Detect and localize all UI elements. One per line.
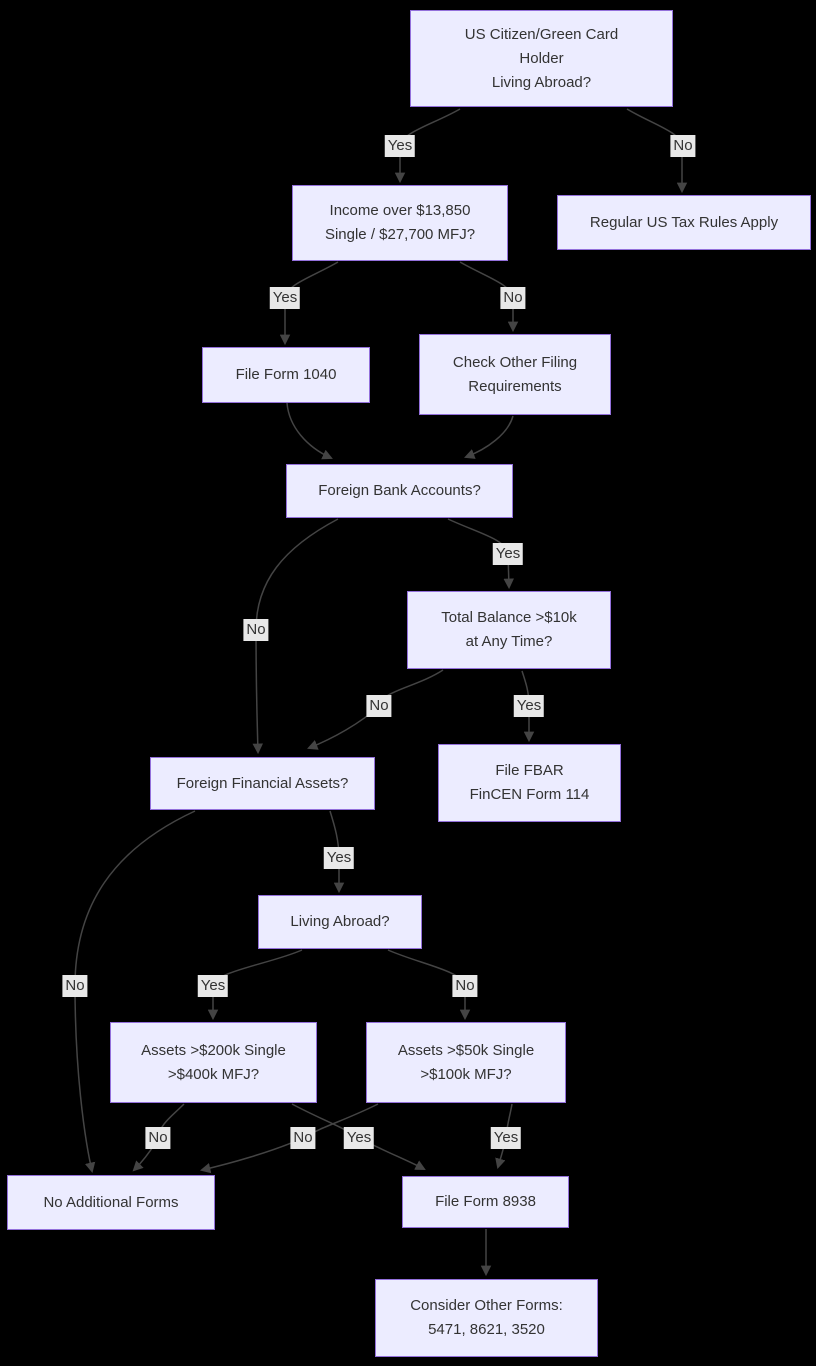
edge-otherfiling-bank — [464, 415, 514, 459]
edge-label-abroad-no: No — [145, 1127, 171, 1149]
edge-label-income-no: No — [500, 287, 526, 309]
node-foreign-bank-accounts-question: Foreign Bank Accounts? — [286, 464, 513, 518]
edge-label-living-yes: Yes — [197, 975, 229, 997]
node-check-other-filing: Check Other Filing Requirements — [419, 334, 611, 415]
node-no-additional-forms: No Additional Forms — [7, 1175, 215, 1230]
edge-label-balance-no: No — [366, 695, 392, 717]
node-total-balance-question: Total Balance >$10k at Any Time? — [407, 591, 611, 669]
edge-label-domestic-no: No — [290, 1127, 316, 1149]
edge-label-domestic-yes: Yes — [490, 1127, 522, 1149]
node-foreign-financial-assets-question: Foreign Financial Assets? — [150, 757, 375, 810]
node-regular-tax-rules: Regular US Tax Rules Apply — [557, 195, 811, 250]
node-file-form-1040: File Form 1040 — [202, 347, 370, 403]
node-file-form-8938: File Form 8938 — [402, 1176, 569, 1228]
edge-label-balance-yes: Yes — [513, 695, 545, 717]
edge-assets-noforms — [74, 810, 196, 1174]
node-file-fbar: File FBAR FinCEN Form 114 — [438, 744, 621, 822]
node-start-question: US Citizen/Green Card Holder Living Abro… — [410, 10, 673, 107]
edge-form1040-bank — [286, 402, 333, 460]
edge-label-start-yes: Yes — [384, 135, 416, 157]
edge-label-income-yes: Yes — [269, 287, 301, 309]
edge-label-assets-no: No — [62, 975, 88, 997]
edge-label-bank-yes: Yes — [492, 543, 524, 565]
edge-label-living-no: No — [452, 975, 478, 997]
edge-label-bank-no: No — [243, 619, 269, 641]
node-assets-50k-question: Assets >$50k Single >$100k MFJ? — [366, 1022, 566, 1103]
edge-label-assets-yes: Yes — [323, 847, 355, 869]
edge-label-start-no: No — [670, 135, 696, 157]
edge-label-abroad-yes: Yes — [343, 1127, 375, 1149]
node-consider-other-forms: Consider Other Forms: 5471, 8621, 3520 — [375, 1279, 598, 1357]
node-assets-200k-question: Assets >$200k Single >$400k MFJ? — [110, 1022, 317, 1103]
node-living-abroad-question: Living Abroad? — [258, 895, 422, 949]
node-income-threshold-question: Income over $13,850 Single / $27,700 MFJ… — [292, 185, 508, 261]
